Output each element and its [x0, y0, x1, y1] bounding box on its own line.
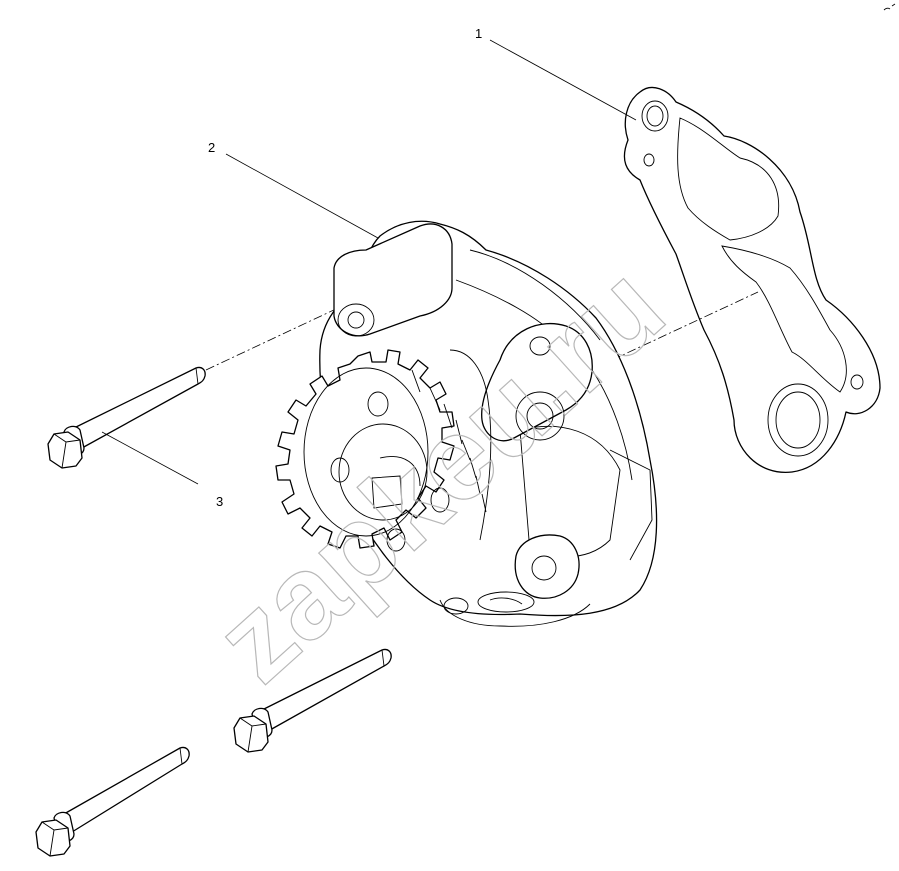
drive-gear — [275, 349, 455, 552]
assembly-centerline-upper — [205, 307, 339, 371]
callout-gasket: 1 — [475, 26, 482, 41]
corner-mark — [883, 3, 896, 11]
bolt-upper — [47, 366, 206, 469]
leader-oil-pump — [225, 153, 379, 239]
inner-gear-teeth — [411, 369, 487, 513]
callout-oil-pump: 2 — [208, 140, 215, 155]
gasket-part — [623, 86, 881, 473]
oil-pump-part — [275, 220, 658, 627]
callout-bolt: 3 — [216, 494, 223, 509]
assembly-centerline-lower — [611, 291, 759, 361]
leader-gasket — [489, 39, 637, 121]
bolt-lower — [35, 746, 190, 857]
leader-bolt — [101, 431, 199, 485]
bolt-middle — [233, 648, 392, 753]
